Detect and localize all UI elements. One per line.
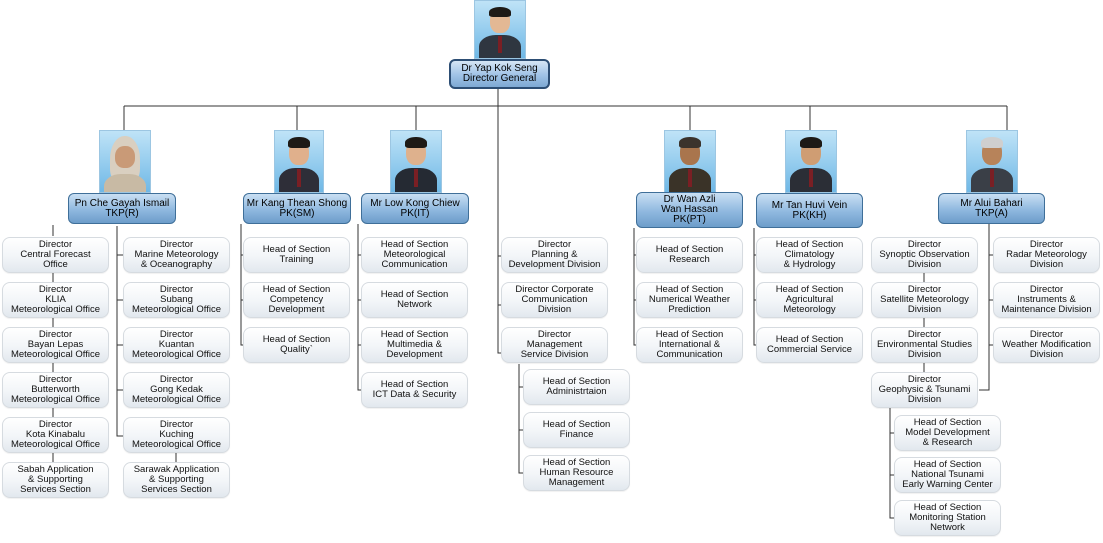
unit-box: Director KLIA Meteorological Office: [2, 282, 109, 318]
unit-box: Director Instruments & Maintenance Divis…: [993, 282, 1100, 318]
director-title: Director General: [462, 73, 537, 84]
unit-box: Director Weather Modification Division: [993, 327, 1100, 363]
unit-box: Head of Section Commercial Service: [756, 327, 863, 363]
director-photo-pk-it: [390, 130, 442, 193]
unit-box: Director Radar Meteorology Division: [993, 237, 1100, 273]
unit-box: Head of Section Training: [243, 237, 350, 273]
unit-box: Sabah Application & Supporting Services …: [2, 462, 109, 498]
unit-box: Head of Section Network: [361, 282, 468, 318]
unit-box: Director Subang Meteorological Office: [123, 282, 230, 318]
unit-box: Director Satellite Meteorology Division: [871, 282, 978, 318]
director-photo-tkp-a: [966, 130, 1018, 193]
unit-box: Director Geophysic & Tsunami Division: [871, 372, 978, 408]
unit-box: Director Synoptic Observation Division: [871, 237, 978, 273]
unit-box: Director Kuantan Meteorological Office: [123, 327, 230, 363]
director-name: Pn Che Gayah Ismail: [74, 197, 170, 209]
unit-box: Head of Section Finance: [523, 412, 630, 448]
unit-box: Director Bayan Lepas Meteorological Offi…: [2, 327, 109, 363]
director-title: TKP(R): [105, 207, 139, 219]
director-name: Mr Kang Thean Shong: [246, 197, 348, 209]
director-photo-tkp-r: [99, 130, 151, 193]
director-photo-pk-pt: [664, 130, 716, 193]
unit-box: Head of Section National Tsunami Early W…: [894, 457, 1001, 493]
director-title: TKP(A): [975, 207, 1008, 219]
director-name: Dr Wan Azli Wan Hassan: [661, 194, 718, 215]
director-title: PK(IT): [400, 207, 430, 219]
unit-box: Director Butterworth Meteorological Offi…: [2, 372, 109, 408]
unit-box: Head of Section Competency Development: [243, 282, 350, 318]
unit-box: Director Central Forecast Office: [2, 237, 109, 273]
unit-box: Director Corporate Communication Divisio…: [501, 282, 608, 318]
director-name: Mr Tan Huvi Vein: [771, 199, 848, 211]
unit-box: Head of Section Model Development & Rese…: [894, 415, 1001, 451]
unit-box: Head of Section Meteorological Communica…: [361, 237, 468, 273]
unit-box: Head of Section Climatology & Hydrology: [756, 237, 863, 273]
unit-box: Director Planning & Development Division: [501, 237, 608, 273]
unit-box: Sarawak Application & Supporting Service…: [123, 462, 230, 498]
unit-box: Director Environmental Studies Division: [871, 327, 978, 363]
director-title: PK(SM): [279, 207, 315, 219]
director-name: Mr Low Kong Chiew: [370, 197, 460, 209]
unit-box: Head of Section Administrtaion: [523, 369, 630, 405]
unit-box: Director Kota Kinabalu Meteorological Of…: [2, 417, 109, 453]
unit-box: Director Kuching Meteorological Office: [123, 417, 230, 453]
unit-box: Director Marine Meteorology & Oceanograp…: [123, 237, 230, 273]
director-title: PK(KH): [792, 209, 827, 221]
unit-box: Head of Section Research: [636, 237, 743, 273]
director-photo-pk-sm: [274, 130, 324, 193]
unit-box: Director Management Service Division: [501, 327, 608, 363]
unit-box: Head of Section Agricultural Meteorology: [756, 282, 863, 318]
director-photo-pk-kh: [785, 130, 837, 193]
unit-box: Head of Section Human Resource Managemen…: [523, 455, 630, 491]
unit-box: Head of Section Monitoring Station Netwo…: [894, 500, 1001, 536]
unit-box: Head of Section ICT Data & Security: [361, 372, 468, 408]
director-name: Mr Alui Bahari: [960, 197, 1023, 209]
director-general-photo: [474, 0, 526, 59]
unit-box: Director Gong Kedak Meteorological Offic…: [123, 372, 230, 408]
director-name: Dr Yap Kok Seng: [461, 63, 538, 74]
unit-box: Head of Section International & Communic…: [636, 327, 743, 363]
director-title: PK(PT): [673, 214, 706, 225]
unit-box: Head of Section Numerical Weather Predic…: [636, 282, 743, 318]
unit-box: Head of Section Quality`: [243, 327, 350, 363]
unit-box: Head of Section Multimedia & Development: [361, 327, 468, 363]
